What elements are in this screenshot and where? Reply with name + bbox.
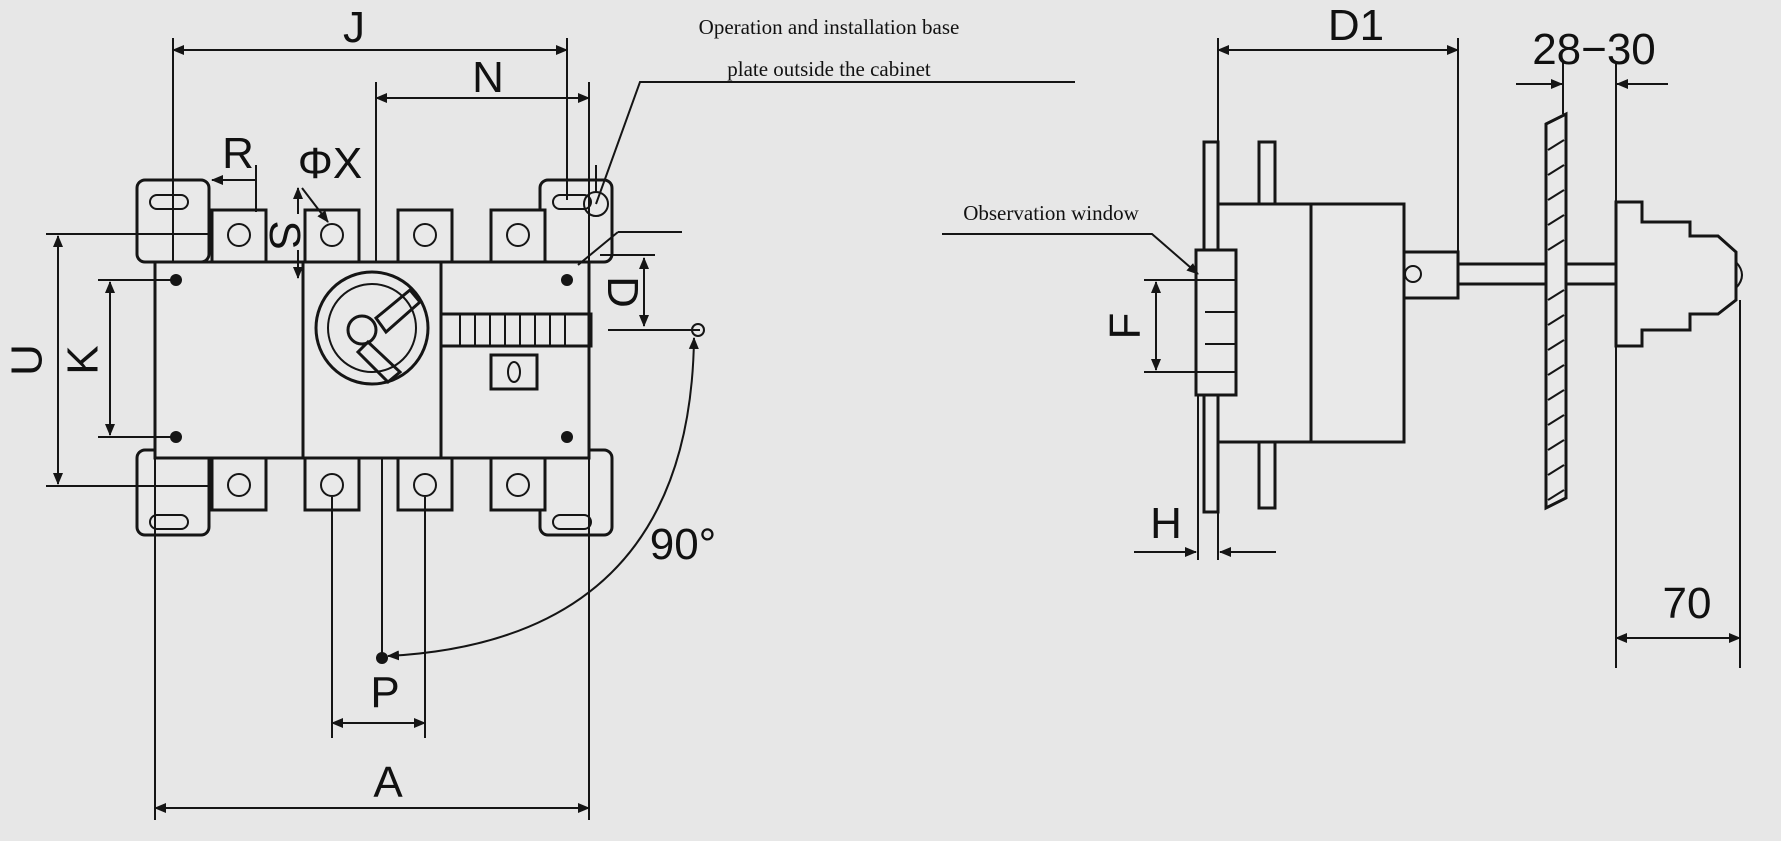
label-H: H (1150, 499, 1182, 548)
side-view (942, 38, 1743, 668)
front-view (46, 38, 1075, 820)
bottom-terminals (210, 456, 547, 512)
leader-base-plate (595, 81, 1075, 205)
switch-body (153, 260, 591, 460)
external-handle (1614, 200, 1738, 348)
mounting-ear-bottom-right (538, 448, 614, 537)
label-F: F (1101, 313, 1150, 340)
mounting-ear-bottom-left (135, 448, 211, 537)
leader-phi-x (301, 187, 329, 223)
label-70: 70 (1663, 579, 1712, 628)
label-K: K (59, 345, 108, 374)
label-phi-x: ΦX (298, 139, 362, 188)
label-angle: 90° (650, 520, 717, 569)
dimension-labels: J N R ΦX S D U K P A 90° D1 28−30 F H 70 (3, 1, 1712, 807)
label-S: S (260, 220, 309, 249)
shaft-coupler (1402, 250, 1460, 300)
label-D: D (598, 276, 647, 308)
mounting-foot (1257, 440, 1277, 510)
label-U: U (3, 344, 52, 376)
ear-slot (149, 514, 189, 530)
note-observation-window: Observation window (963, 201, 1139, 225)
shaft (1456, 262, 1618, 286)
label-D1: D1 (1328, 1, 1384, 50)
door-plate (1544, 111, 1568, 511)
rotation-arc-90 (387, 337, 699, 661)
label-A: A (373, 758, 403, 807)
observation-window (1194, 248, 1238, 397)
mounting-foot (1257, 140, 1277, 206)
note-base-plate-line2: plate outside the cabinet (727, 57, 931, 81)
annotation-notes: Operation and installation base plate ou… (699, 15, 1140, 225)
leader-observation-window (942, 233, 1199, 275)
label-J: J (343, 3, 365, 52)
ear-slot (552, 194, 592, 210)
label-R: R (222, 129, 254, 178)
label-28-30: 28−30 (1532, 25, 1656, 74)
ear-slot (149, 194, 189, 210)
note-base-plate-line1: Operation and installation base (699, 15, 960, 39)
label-N: N (472, 53, 504, 102)
top-terminals (210, 208, 547, 264)
label-P: P (370, 668, 399, 717)
